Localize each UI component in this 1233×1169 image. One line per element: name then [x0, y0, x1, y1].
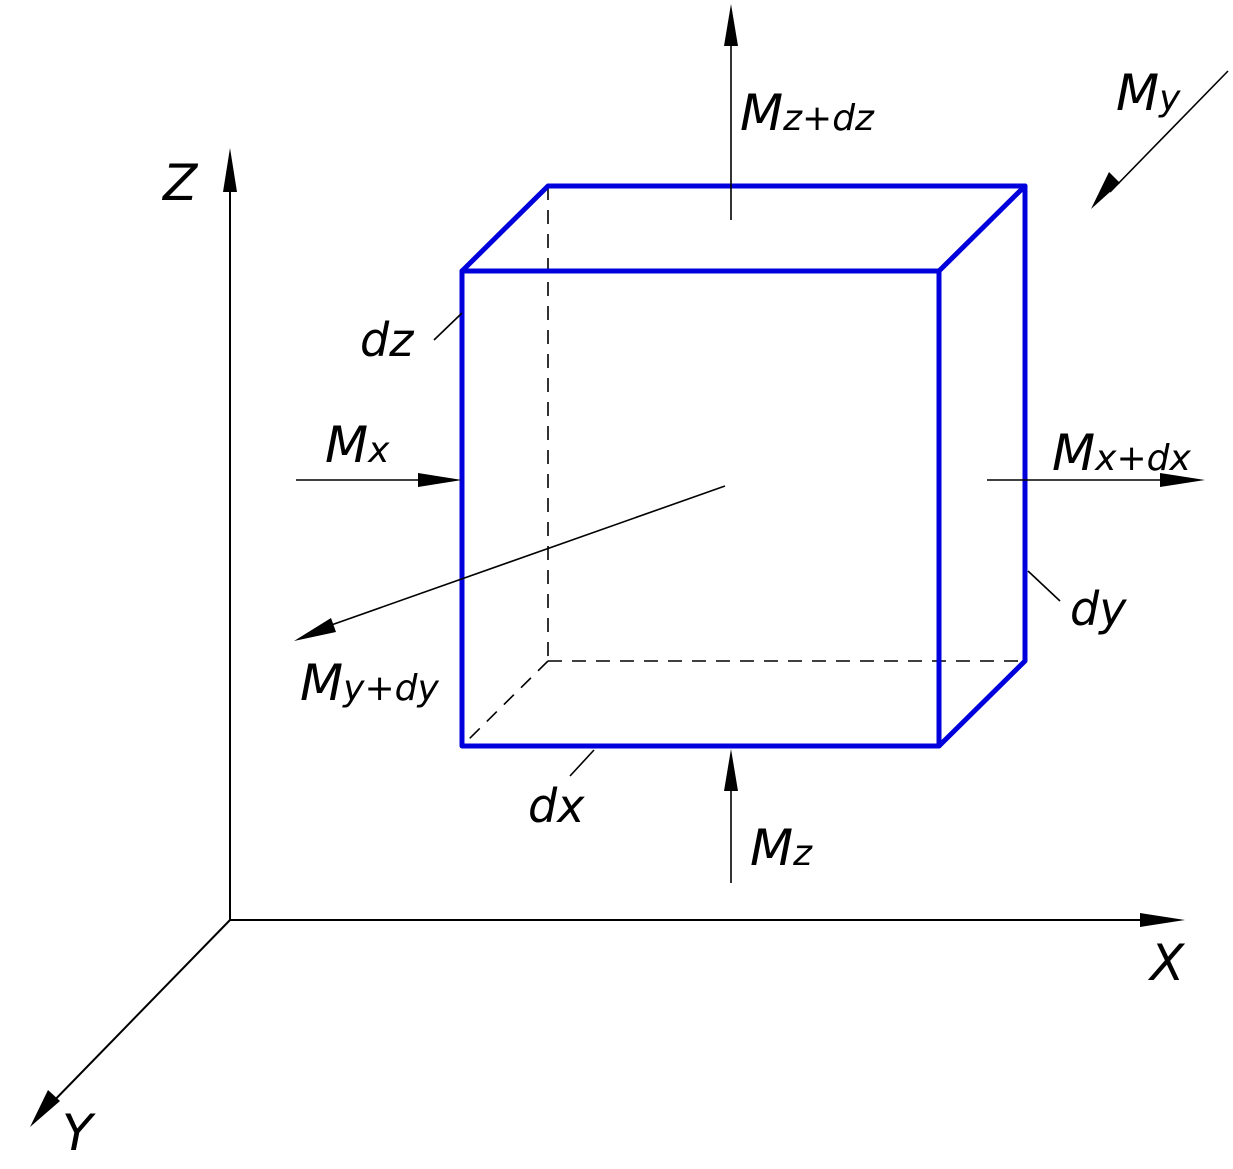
axis-labels: Z X Y: [62, 154, 1186, 1162]
y-axis-line: [44, 919, 231, 1111]
mx-dx-label-main: M: [1052, 424, 1095, 482]
mx-dx-label-sub: x+dx: [1094, 438, 1191, 479]
dy-label: dy: [1070, 582, 1127, 636]
my-dy-label-main: M: [300, 654, 343, 712]
my-dy-arrowhead: [294, 618, 336, 641]
my-dy-label-sub: y+dy: [342, 668, 439, 709]
mx-label-main: M: [325, 416, 368, 474]
z-axis-label: Z: [161, 154, 199, 212]
dz-label: dz: [360, 313, 414, 367]
dimension-leaders: [433, 312, 1061, 777]
hidden-edge-depth: [461, 660, 549, 747]
mx-dx-label: Mx+dx: [1052, 424, 1191, 482]
my-label: My: [1116, 64, 1181, 122]
cube-top-face-edges: [459, 183, 1028, 274]
mz-dz-arrowhead: [724, 4, 738, 46]
hidden-edges: [461, 186, 1025, 747]
z-axis-arrowhead: [223, 148, 237, 192]
dx-leader-line: [569, 749, 595, 777]
my-label-main: M: [1116, 64, 1159, 122]
mz-label-sub: z: [792, 833, 813, 874]
element-cube: [459, 183, 1028, 749]
dz-leader-line: [433, 312, 463, 341]
my-label-sub: y: [1158, 78, 1181, 119]
flux-arrows: [294, 4, 1229, 883]
dimension-labels: dz dx dy: [360, 313, 1127, 833]
mx-dx-arrowhead: [1160, 473, 1205, 487]
y-axis-label: Y: [62, 1104, 96, 1162]
mz-label: Mz: [750, 819, 813, 877]
x-axis-arrowhead: [1140, 913, 1185, 927]
mz-label-main: M: [750, 819, 793, 877]
mz-dz-label-main: M: [740, 84, 783, 142]
cube-right-face-edges: [936, 183, 1028, 749]
mx-label-sub: x: [367, 430, 390, 471]
x-axis-label: X: [1147, 934, 1186, 992]
flux-labels: Mz+dz Mz Mx Mx+dx My My+dy: [300, 64, 1191, 877]
my-dy-label: My+dy: [300, 654, 439, 712]
mx-label: Mx: [325, 416, 390, 474]
dx-label: dx: [528, 779, 585, 833]
mz-arrowhead: [724, 749, 738, 791]
mz-dz-label: Mz+dz: [740, 84, 875, 142]
my-dy-arrow-shaft: [319, 485, 726, 630]
y-axis-arrowhead: [30, 1090, 60, 1127]
my-arrowhead: [1091, 172, 1120, 209]
mx-arrowhead: [418, 473, 462, 487]
dy-leader-line: [1027, 570, 1061, 602]
cube-front-face: [459, 268, 942, 749]
coordinate-axes: [30, 148, 1185, 1127]
my-arrow-shaft: [1109, 70, 1229, 193]
mz-dz-label-sub: z+dz: [782, 98, 875, 139]
